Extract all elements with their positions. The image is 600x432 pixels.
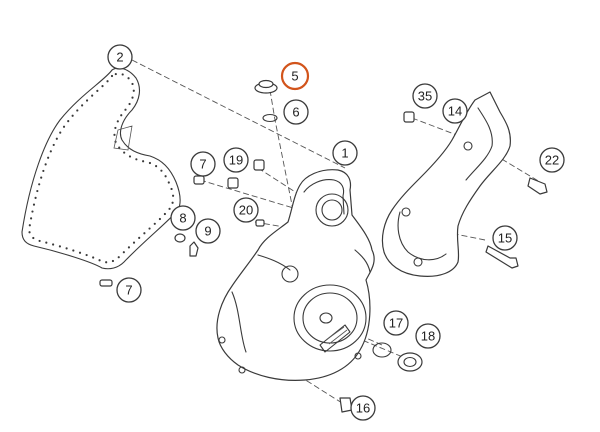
callout-2-label: 2 <box>116 50 123 65</box>
leader-35-22 <box>411 117 541 183</box>
screw-part-7-top <box>193 175 205 185</box>
callout-35: 35 <box>412 83 438 109</box>
seal-part-8 <box>174 233 186 243</box>
callout-7-top: 7 <box>190 151 216 177</box>
sprocket-cover-part-14 <box>381 91 511 277</box>
bolt-part-19 <box>253 159 265 171</box>
bolt-part-22 <box>527 177 548 195</box>
callout-18-label: 18 <box>421 329 435 344</box>
clip-part-9 <box>189 241 199 257</box>
leader-19 <box>257 167 301 196</box>
callout-14-label: 14 <box>448 104 462 119</box>
plug-part-18 <box>397 352 423 372</box>
callout-5-label: 5 <box>291 69 298 84</box>
callout-35-label: 35 <box>418 89 432 104</box>
callout-19-label: 19 <box>229 153 243 168</box>
ignition-cover-part-1 <box>216 169 375 381</box>
callout-7-bottom-label: 7 <box>125 283 132 298</box>
bolt-part-19-b <box>227 177 239 189</box>
gasket-part-2 <box>21 67 181 270</box>
callout-1-label: 1 <box>341 146 348 161</box>
bolt-part-15 <box>485 245 519 269</box>
callout-19: 19 <box>223 147 249 173</box>
plug-cap-part-5 <box>254 79 278 94</box>
o-ring-part-17 <box>372 342 392 358</box>
callout-5: 5 <box>280 61 310 91</box>
callout-9: 9 <box>195 218 221 244</box>
callout-14: 14 <box>442 98 468 124</box>
callout-20-label: 20 <box>239 203 253 218</box>
callout-8: 8 <box>170 205 196 231</box>
o-ring-part-6 <box>262 113 278 123</box>
bolt-part-35 <box>403 111 415 123</box>
callout-18: 18 <box>415 323 441 349</box>
callout-8-label: 8 <box>179 211 186 226</box>
callout-20: 20 <box>233 197 259 223</box>
callout-22-label: 22 <box>545 153 559 168</box>
callout-15: 15 <box>492 225 518 251</box>
bolt-part-16 <box>339 397 353 413</box>
screw-part-7-bottom <box>99 279 113 287</box>
callout-7-top-label: 7 <box>199 157 206 172</box>
callout-17: 17 <box>383 310 409 336</box>
callout-22: 22 <box>539 147 565 173</box>
leader-2-to-1 <box>131 59 346 169</box>
callout-17-label: 17 <box>389 316 403 331</box>
callout-1: 1 <box>332 140 358 166</box>
callout-15-label: 15 <box>498 231 512 246</box>
callout-16-label: 16 <box>356 401 370 416</box>
callout-2: 2 <box>107 44 133 70</box>
callouts: 1 2 5 6 7 7 8 9 <box>107 44 565 421</box>
callout-7-bottom: 7 <box>116 277 142 303</box>
callout-6: 6 <box>283 99 309 125</box>
callout-9-label: 9 <box>204 224 211 239</box>
callout-16: 16 <box>350 395 376 421</box>
plug-part-20 <box>255 219 265 227</box>
callout-6-label: 6 <box>292 105 299 120</box>
